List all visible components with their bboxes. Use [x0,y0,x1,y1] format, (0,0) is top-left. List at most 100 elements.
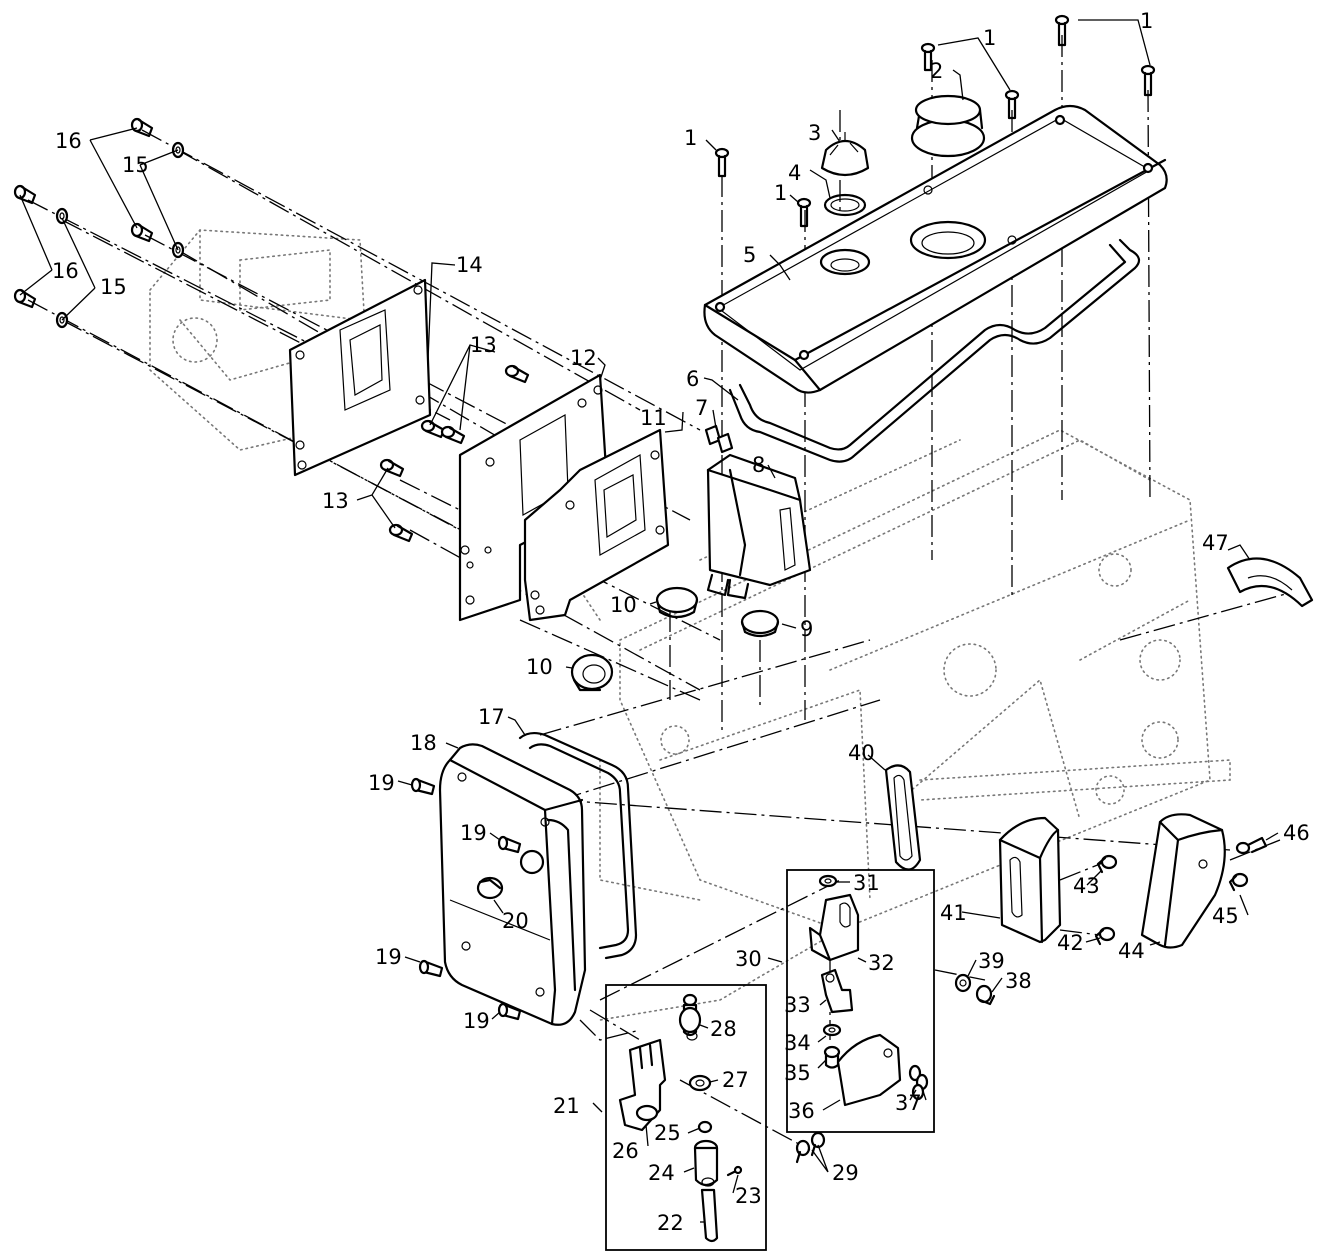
label-3: 3 [808,121,821,145]
label-30: 30 [735,947,762,971]
label-9: 9 [800,617,813,641]
label-7: 7 [695,396,708,420]
label-10-b: 10 [526,655,553,679]
front-cover-18 [438,743,587,1026]
rod-22 [700,1188,719,1243]
label-1-b: 1 [983,26,996,50]
screw-13-c [440,425,466,445]
subassembly-box-21 [605,984,767,1251]
label-20: 20 [502,909,529,933]
phantom-line-21 [589,1009,641,1041]
label-25: 25 [654,1121,681,1145]
label-13-b: 13 [322,489,349,513]
label-15-a: 15 [122,153,149,177]
label-6: 6 [686,367,699,391]
label-27: 27 [722,1068,749,1092]
lever-33 [820,968,854,1014]
label-13-a: 13 [470,333,497,357]
screw-19-d [497,1002,522,1021]
label-46: 46 [1283,821,1310,845]
label-22: 22 [657,1211,684,1235]
label-16-a: 16 [55,129,82,153]
label-4: 4 [788,161,801,185]
screw-46 [1235,836,1268,855]
bracket-8 [706,453,812,600]
washer-39 [954,973,972,993]
label-35: 35 [784,1061,811,1085]
label-34: 34 [784,1031,811,1055]
label-36: 36 [788,1099,815,1123]
label-1-a: 1 [1140,9,1153,33]
label-43: 43 [1073,874,1100,898]
screw-1-c [1054,14,1070,47]
label-1-d: 1 [774,181,787,205]
label-47: 47 [1202,531,1229,555]
label-38: 38 [1005,969,1032,993]
indicator-47 [1226,557,1314,608]
label-16-b: 16 [52,259,79,283]
label-26: 26 [612,1139,639,1163]
label-28: 28 [710,1017,737,1041]
label-23: 23 [735,1184,762,1208]
label-37: 37 [895,1091,922,1115]
label-15-b: 15 [100,275,127,299]
screw-16-c [13,184,37,205]
label-10-a: 10 [610,593,637,617]
washer-15-c [55,207,69,225]
screw-13-d [379,458,405,478]
plug-2 [910,94,986,158]
cover-44 [1140,813,1226,949]
label-42: 42 [1057,931,1084,955]
label-11: 11 [640,406,667,430]
washer-34 [822,1023,842,1037]
washer-4 [823,193,867,217]
screw-1-a [920,42,936,72]
screw-43 [1096,854,1118,874]
screw-42 [1094,926,1116,946]
screw-16-a [130,117,154,138]
nut-31 [818,874,838,888]
screw-1-d [1140,64,1156,97]
stud-35 [823,1045,841,1069]
callout-labels: 1 1 1 1 1 2 3 4 5 6 7 8 9 10 10 11 12 13… [52,9,1310,1235]
label-5: 5 [743,243,756,267]
screw-19-b [497,835,522,854]
cover-gasket [728,238,1141,463]
label-39: 39 [978,949,1005,973]
screw-16-b [130,222,154,243]
screw-16-d [13,288,37,309]
screw-38 [975,984,996,1006]
bushing-10-b [570,653,614,692]
label-40: 40 [848,741,875,765]
label-19-a: 19 [368,771,395,795]
label-21: 21 [553,1094,580,1118]
label-31: 31 [853,871,880,895]
screw-1-f [796,197,812,228]
label-19-b: 19 [460,821,487,845]
plug-10-a [655,586,699,619]
nut-27 [688,1074,712,1092]
label-18: 18 [410,731,437,755]
label-2: 2 [930,59,943,83]
label-44: 44 [1118,939,1145,963]
washer-25 [697,1120,713,1134]
slide-plate-41 [998,816,1062,944]
plate-14 [288,278,432,477]
label-45: 45 [1212,904,1239,928]
subassembly-box-30 [786,869,935,1133]
plate-12 [458,373,610,622]
machine-body-phantom [149,229,1231,1021]
screw-13-e [388,523,414,543]
screw-1-b [1004,89,1020,120]
clamp-26 [618,1038,667,1132]
label-24: 24 [648,1161,675,1185]
top-cover [703,104,1168,394]
screws-29 [795,1131,826,1164]
stud-28 [678,993,702,1041]
gasket-17 [518,731,638,960]
sleeve-24 [693,1139,719,1187]
leader-lines [19,19,1279,1223]
plug-9 [740,609,780,638]
label-12: 12 [570,346,597,370]
screw-13-b [420,419,446,439]
